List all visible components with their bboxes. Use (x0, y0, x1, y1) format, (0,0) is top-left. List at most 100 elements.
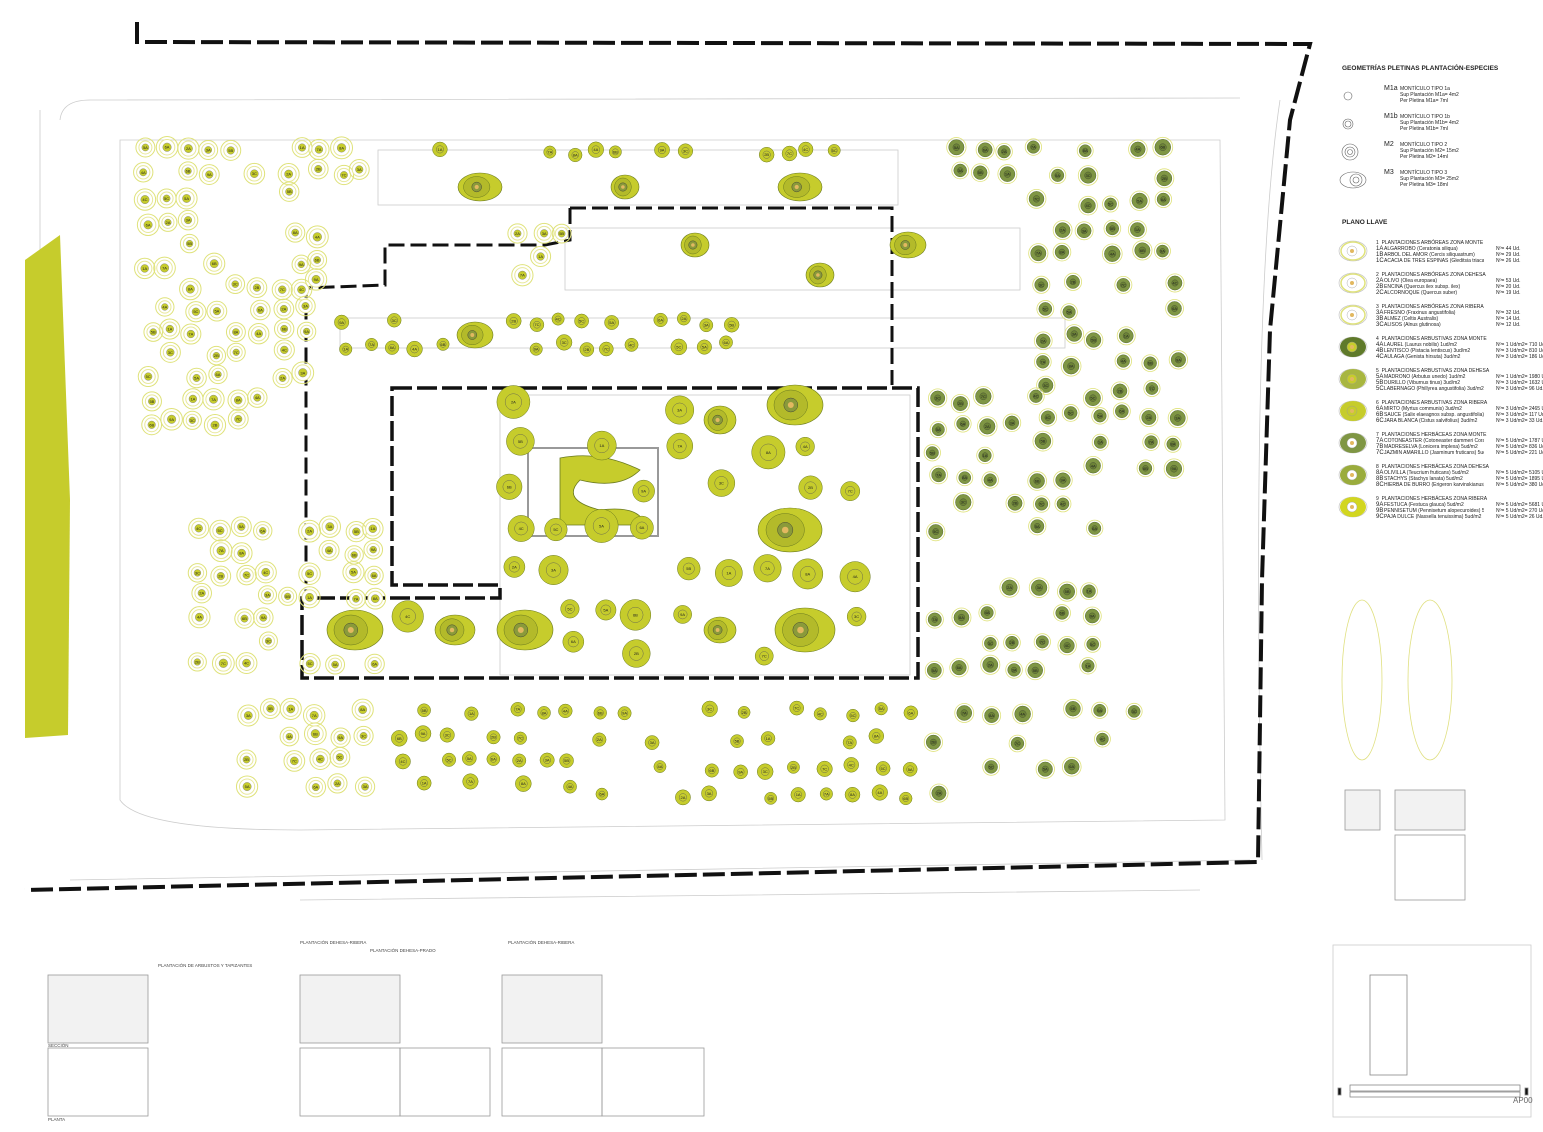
plant-yg (391, 730, 408, 747)
plant-code-label: 3C (719, 481, 724, 486)
plant-code-label: 7C (604, 346, 609, 351)
geometries-title: GEOMETRÍAS PLETINAS PLANTACIÓN-ESPECIES (1342, 65, 1499, 72)
plant-code-label: 7C (236, 417, 241, 422)
species-quantity: Nº= 5 Ud/m2= 26 Ud. (1496, 514, 1543, 520)
group-title: PLANTACIONES ARBÓREAS ZONA MONTE (1381, 240, 1484, 246)
species-code: 2A (1376, 278, 1384, 284)
geometry-area: Sup Plantación M2= 15m2 (1400, 148, 1459, 154)
plant-code-label: 8A (1170, 442, 1175, 447)
plant-code-label: 2A (681, 316, 686, 321)
plant-code-label: 1A (766, 736, 771, 741)
plant-code-label: 2A (680, 795, 685, 800)
plant-yg (563, 779, 577, 794)
planting-swatch-icon (1338, 240, 1368, 262)
planting-mounds (326, 172, 927, 653)
plant-code-label: 7A (162, 265, 167, 270)
plant-code-label: 7A (1031, 145, 1036, 150)
plant-code-label: 5B (729, 322, 734, 327)
plant-code-label: 2B (931, 740, 936, 745)
plant-code-label: 4A (563, 708, 568, 713)
plant-ring (226, 342, 246, 362)
plant-code-label: 2B (764, 152, 769, 157)
plant-code-label: 6B (507, 484, 512, 489)
plant-yg (868, 728, 885, 744)
plant-yg (579, 342, 595, 357)
plant-code-label: 5C (164, 196, 169, 201)
plant-ring (175, 187, 198, 210)
species-code: 6C (1376, 418, 1384, 424)
planting-swatch-icon (1338, 368, 1368, 390)
species-quantity: Nº= 1 Ud/m2= 710 Ud. (1496, 342, 1543, 348)
plant-yg (798, 141, 814, 157)
plant-code-label: 1A (1005, 172, 1010, 177)
plant-code-label: 2B (791, 765, 796, 770)
key-title: PLANO LLAVE (1342, 219, 1388, 226)
plant-code-label: 4C (1045, 415, 1050, 420)
group-number: 6 (1376, 400, 1379, 406)
plant-yg (395, 753, 411, 770)
planting-swatch-icon (1338, 272, 1368, 294)
plant-yg (874, 702, 888, 716)
plant-ring (291, 361, 315, 385)
plant-code-label: 3C (988, 641, 993, 646)
plant-dk (1061, 756, 1082, 777)
plant-code-label: 1A (422, 781, 427, 786)
plant-code-label: 6B (186, 169, 191, 174)
plant-code-label: 2B (218, 574, 223, 579)
plant-code-label: 8A (239, 551, 244, 556)
plant-code-label: 5A (879, 706, 884, 711)
plant-dk (1060, 355, 1082, 377)
plant-code-label: 3A (246, 713, 251, 718)
plant-yg (902, 761, 918, 777)
species-code: 2B (1376, 284, 1384, 290)
plant-code-label: 9A (299, 262, 304, 267)
planting-mound (774, 607, 836, 653)
plant-code-label: 4C (1172, 280, 1177, 285)
plant-yg (899, 791, 913, 806)
plant-code-label: 6B (1143, 466, 1148, 471)
plant-ring (143, 322, 164, 342)
plant-yg (436, 337, 450, 351)
plant-code-label: 6A (260, 528, 265, 533)
plant-code-label: 3C (361, 733, 366, 738)
plant-dk (981, 471, 999, 489)
plant-code-label: 2A (1002, 149, 1007, 154)
plant-code-label: 4C (849, 762, 854, 767)
species-quantity: Nº= 3 Ud/m2= 2465 Ud. (1496, 406, 1543, 412)
plant-yg (486, 730, 501, 745)
plant-code-label: 4C (400, 759, 405, 764)
plant-yg (560, 599, 580, 619)
species-name: LENTISCO (Pistacia lentiscus) 3ud/m2 (1384, 348, 1471, 354)
plant-ring (234, 608, 255, 629)
plant-yg (507, 515, 535, 542)
plant-code-label: 5A (954, 145, 959, 150)
plant-code-label: 3C (707, 706, 712, 711)
plant-dk (971, 163, 990, 182)
plant-code-label: 8A (850, 792, 855, 797)
species-quantity: Nº= 26 Ud. (1496, 258, 1521, 264)
species-quantity: Nº= 20 Ud. (1496, 284, 1521, 290)
plant-yg (827, 144, 841, 157)
plant-yg (730, 734, 744, 748)
plant-code-label: 5A (1098, 413, 1103, 418)
planting-swatch-icon (1338, 432, 1368, 454)
plant-code-label: 5A (333, 662, 338, 667)
plant-yg (608, 145, 622, 159)
plant-dk (1129, 190, 1150, 211)
plant-code-label: 5A (936, 427, 941, 432)
plant-dk (1110, 381, 1130, 401)
plant-code-label: 5B (268, 706, 273, 711)
plant-code-label: 2A (335, 781, 340, 786)
plant-ring (135, 137, 156, 158)
plant-code-label: 7A (824, 791, 829, 796)
plant-code-label: 5C (676, 344, 681, 349)
plant-ring (295, 295, 316, 317)
plant-code-label: 2B (742, 710, 747, 715)
plant-code-label: 3A (551, 568, 556, 573)
species-code: 7A (1376, 438, 1384, 444)
plant-ring (236, 564, 257, 586)
plant-ring (285, 222, 306, 243)
